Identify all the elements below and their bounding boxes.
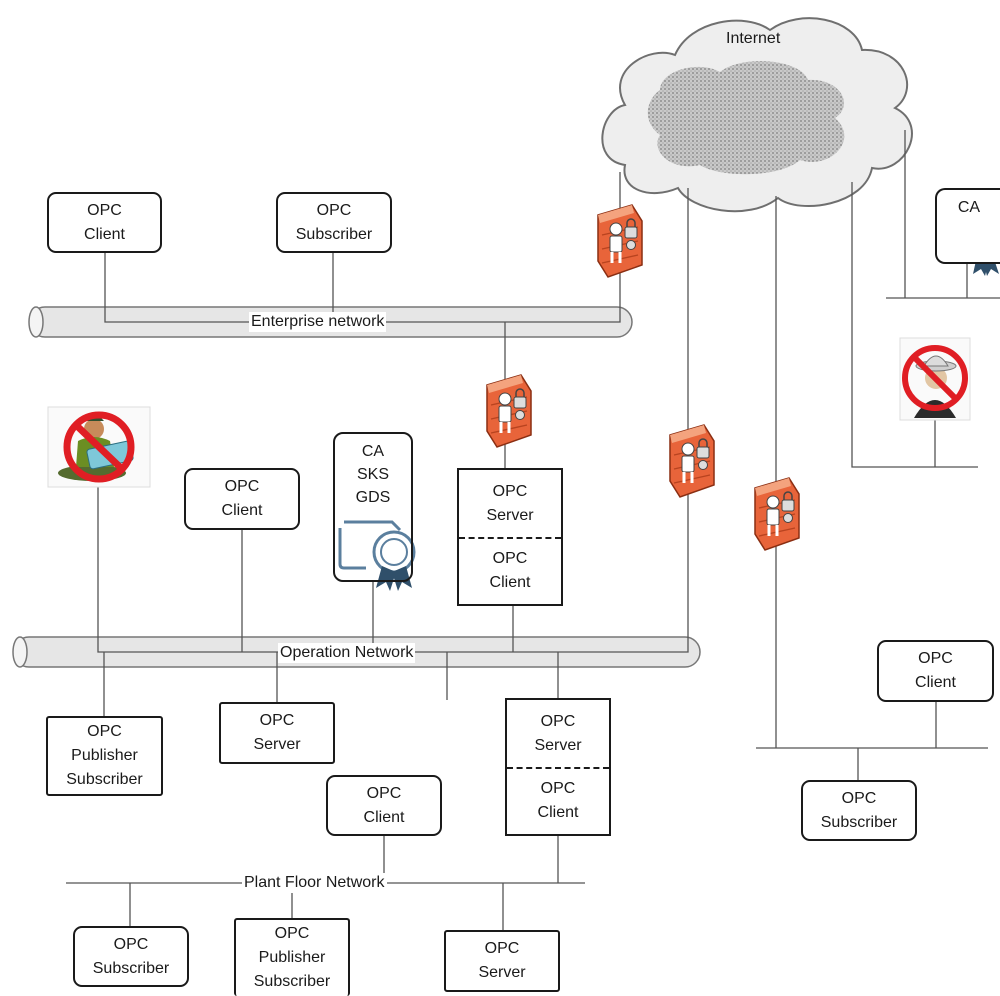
opc-server-client-node: OPC Server OPC Client [457,468,563,606]
opc-publisher-subscriber-node: OPC Publisher Subscriber [46,716,163,796]
enterprise-opc-subscriber-node: OPC Subscriber [276,192,392,253]
ca-sks-gds-box: CA SKS GDS [333,432,413,582]
operation-network-label: Operation Network [278,643,416,663]
connection-lines [66,130,1000,930]
operation-opc-server-node: OPC Server [219,702,335,764]
internet-cloud [601,17,913,213]
plant-floor-opc-publisher-subscriber-node: OPC Publisher Subscriber [234,918,350,996]
plant-floor-network-label: Plant Floor Network [242,873,387,893]
plant-opc-client-node: OPC Client [326,775,442,836]
remote-ca-box: CA [935,188,1000,264]
certificate-icon [338,520,416,591]
divider [459,537,561,539]
remote-opc-subscriber-node: OPC Subscriber [801,780,917,841]
plant-opc-server-client-node: OPC Server OPC Client [505,698,611,836]
internet-label: Internet [726,30,781,47]
enterprise-opc-client-node: OPC Client [47,192,162,253]
prohibited-thief-icon [47,406,151,488]
remote-opc-client-node: OPC Client [877,640,994,702]
operation-opc-client-node: OPC Client [184,468,300,530]
prohibited-spy-icon [899,337,971,421]
divider [507,767,609,769]
enterprise-network-label: Enterprise network [249,312,387,332]
plant-floor-opc-subscriber-node: OPC Subscriber [73,926,189,987]
plant-floor-opc-server-node: OPC Server [444,930,560,992]
